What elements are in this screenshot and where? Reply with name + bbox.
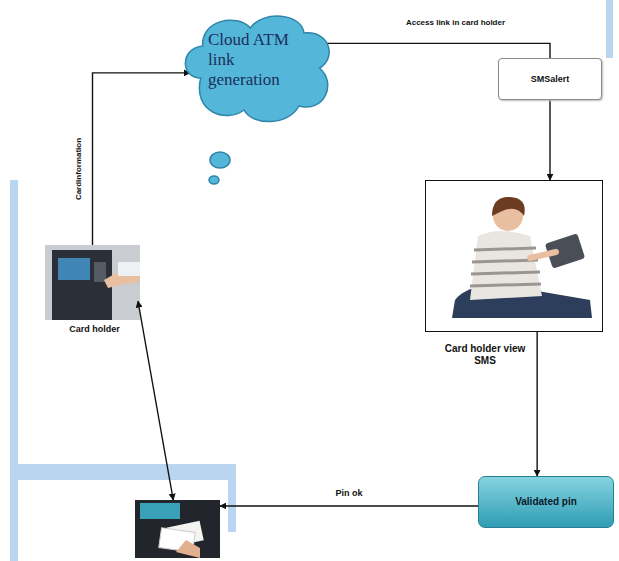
connector <box>536 332 537 476</box>
thought-bubble <box>209 176 219 184</box>
hair <box>492 197 525 216</box>
viewer-picture-box: Card holder view SMS <box>425 180 603 332</box>
edge-label: Cardinformation <box>74 136 84 202</box>
hand <box>104 262 140 288</box>
node-text: Cloud ATM link generation <box>208 30 308 90</box>
decor-bar <box>228 464 236 532</box>
cash-screen <box>140 503 180 519</box>
caption-text: Card holder <box>47 324 142 335</box>
cloud-outline <box>180 8 335 126</box>
atm-screen <box>58 258 90 280</box>
validation-box: Validated pin <box>478 476 614 528</box>
node-text: Validated pin <box>515 496 577 508</box>
atm-keypad <box>94 262 106 282</box>
shirt-stripes <box>470 248 541 286</box>
decor-bar <box>606 0 613 58</box>
person-picture <box>452 197 592 318</box>
atm-wall <box>45 245 140 320</box>
connector <box>93 73 191 245</box>
cloud-shape <box>185 16 329 121</box>
connector <box>138 301 173 500</box>
edge-label: Access link in card holder <box>404 19 507 29</box>
connector <box>220 505 478 506</box>
thought-bubble <box>210 152 230 168</box>
cash-machine <box>135 500 220 558</box>
arm <box>530 252 556 258</box>
connector <box>549 100 550 180</box>
atm-picture <box>45 245 140 320</box>
cash-picture-box <box>135 500 220 558</box>
decor-bar <box>10 180 18 561</box>
caption-text: Card holder view SMS <box>440 343 530 367</box>
connector <box>325 43 550 58</box>
edge-label: Pin ok <box>333 488 364 499</box>
node-text: SMSalert <box>531 74 570 85</box>
decor-bar <box>10 464 232 480</box>
sms-alert-box: SMSalert <box>498 58 602 100</box>
hand <box>176 540 200 558</box>
cloud-node: Cloud ATM link generation <box>180 8 335 126</box>
shirt <box>470 231 542 300</box>
sleeve <box>118 262 140 276</box>
atm-body <box>52 250 112 320</box>
cash-picture <box>135 500 220 558</box>
atm-picture-box: Card holder <box>45 245 140 320</box>
